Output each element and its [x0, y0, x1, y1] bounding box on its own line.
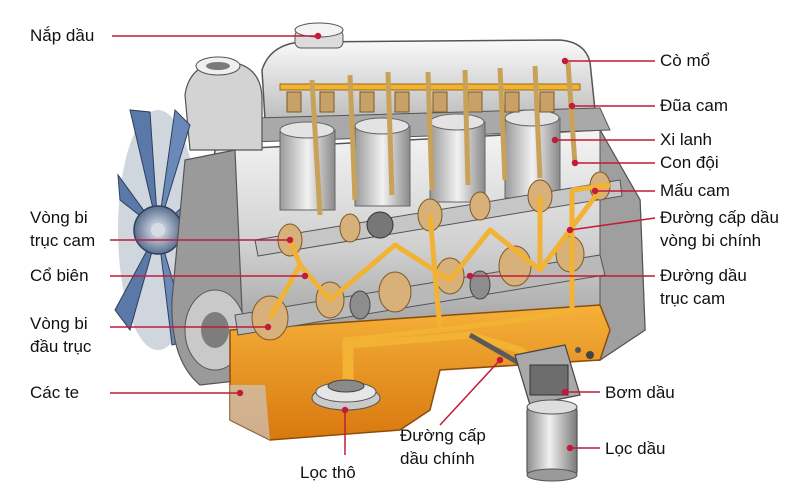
intake-housing — [184, 56, 263, 151]
label-con-doi: Con đội — [660, 153, 719, 172]
label-co-bien: Cổ biên — [30, 266, 89, 285]
label-vong-bi-dau-truc-line2: đầu trục — [30, 337, 92, 356]
label-dua-cam: Đũa cam — [660, 96, 729, 115]
label-nap-dau: Nắp dầu — [30, 26, 95, 45]
label-xi-lanh: Xi lanh — [660, 130, 712, 149]
crankshaft — [234, 235, 606, 341]
label-vong-bi-truc-cam-line2: trục cam — [30, 231, 96, 250]
camshaft — [254, 171, 623, 257]
label-cac-te: Các te — [30, 383, 80, 402]
label-vong-bi-truc-cam-line1: Vòng bi — [30, 208, 88, 227]
label-duong-cap-dau-chinh-line2: dầu chính — [400, 449, 475, 468]
push-rods — [309, 61, 578, 216]
oil-passages — [267, 182, 611, 395]
label-co-mo: Cò mổ — [660, 51, 711, 70]
label-duong-dau-truc-cam-line1: Đường dầu — [660, 266, 747, 285]
cylinders — [279, 109, 561, 211]
oil-filter — [526, 399, 578, 482]
leader-duong-cap-dau-chinh — [439, 359, 501, 426]
label-mau-cam: Mấu cam — [660, 181, 730, 200]
label-loc-dau: Lọc dầu — [605, 439, 666, 458]
leader-duong-cap-dau-vong-bi — [569, 217, 656, 231]
label-duong-cap-dau-chinh-line1: Đường cấp — [400, 426, 486, 445]
oil-strainer — [311, 379, 381, 411]
label-bom-dau: Bơm dầu — [605, 383, 675, 402]
label-loc-tho: Lọc thô — [300, 463, 356, 482]
label-duong-dau-truc-cam-line2: trục cam — [660, 289, 726, 308]
label-vong-bi-dau-truc-line1: Vòng bi — [30, 314, 88, 333]
label-duong-cap-dau-vong-bi-chinh-line2: vòng bi chính — [660, 231, 762, 250]
label-duong-cap-dau-vong-bi-chinh-line1: Đường cấp dầu — [660, 208, 779, 227]
